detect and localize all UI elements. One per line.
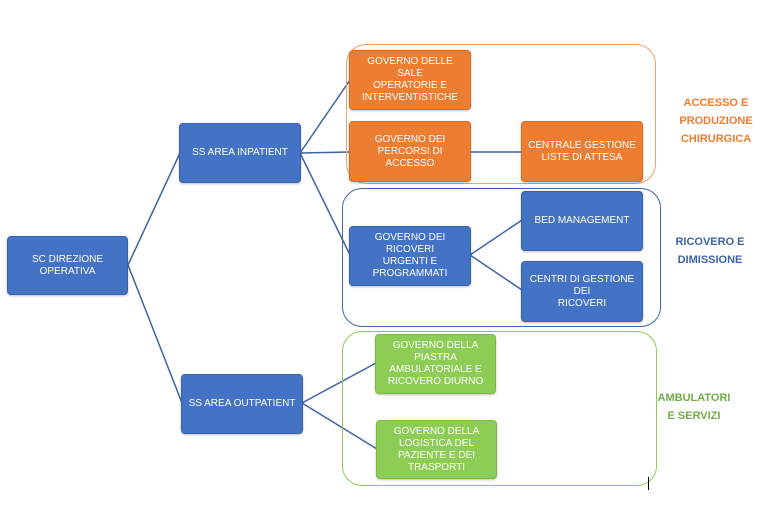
node-root: SC DIREZIONE OPERATIVA: [7, 236, 128, 295]
group-ricovero-label: RICOVERO E DIMISSIONE: [675, 236, 745, 266]
node-inpatient: SS AREA INPATIENT: [179, 123, 301, 183]
node-percorsi-accesso: GOVERNO DEI PERCORSI DI ACCESSO: [349, 121, 471, 182]
node-root-label: SC DIREZIONE OPERATIVA: [31, 253, 104, 277]
node-bed-management-label: BED MANAGEMENT: [534, 215, 630, 226]
node-outpatient: SS AREA OUTPATIENT: [181, 374, 303, 434]
node-ricoveri: GOVERNO DEI RICOVERI URGENTI E PROGRAMMA…: [349, 226, 471, 286]
node-logistica-label: GOVERNO DELLA LOGISTICA DEL PAZIENTE E D…: [393, 425, 480, 473]
node-centri-ricoveri-label: CENTRI DI GESTIONE DEI RICOVERI: [529, 273, 635, 309]
node-centri-ricoveri: CENTRI DI GESTIONE DEI RICOVERI: [521, 261, 643, 322]
group-accesso-label: ACCESSO E PRODUZIONE CHIRURGICA: [679, 97, 753, 145]
connector-inpatient-ricoveri: [299, 152, 351, 256]
node-ricoveri-label: GOVERNO DEI RICOVERI URGENTI E PROGRAMMA…: [372, 232, 448, 279]
connector-root-outpatient: [127, 264, 183, 404]
node-piastra-label: GOVERNO DELLA PIASTRA AMBULATORIALE E RI…: [387, 340, 484, 387]
text-cursor: [648, 477, 649, 490]
node-logistica: GOVERNO DELLA LOGISTICA DEL PAZIENTE E D…: [376, 420, 497, 479]
node-sale-operatorie-label: GOVERNO DELLE SALE OPERATORIE E INTERVEN…: [362, 56, 458, 103]
group-ricovero-frame: [342, 188, 661, 327]
node-bed-management: BED MANAGEMENT: [521, 191, 643, 251]
connector-outpatient-logistica: [301, 402, 378, 450]
connector-inpatient-percorsi: [299, 151, 351, 154]
connector-outpatient-piastra: [301, 362, 377, 404]
node-percorsi-accesso-label: GOVERNO DEI PERCORSI DI ACCESSO: [374, 133, 446, 169]
node-liste-attesa: CENTRALE GESTIONE LISTE DI ATTESA: [521, 121, 643, 182]
group-accesso-frame: [346, 44, 656, 184]
node-piastra: GOVERNO DELLA PIASTRA AMBULATORIALE E RI…: [375, 334, 496, 394]
node-outpatient-label: SS AREA OUTPATIENT: [188, 398, 296, 409]
connector-ricoveri-centri: [469, 254, 523, 291]
node-liste-attesa-label: CENTRALE GESTIONE LISTE DI ATTESA: [528, 139, 636, 163]
group-ambulatori-frame: [342, 331, 657, 486]
connector-root-inpatient: [127, 152, 181, 266]
node-inpatient-label: SS AREA INPATIENT: [192, 147, 288, 158]
group-ambulatori-label: AMBULATORI E SERVIZI: [657, 392, 731, 422]
node-sale-operatorie: GOVERNO DELLE SALE OPERATORIE E INTERVEN…: [349, 50, 471, 110]
connector-inpatient-sale: [299, 79, 351, 154]
connector-ricoveri-bed: [469, 219, 523, 256]
